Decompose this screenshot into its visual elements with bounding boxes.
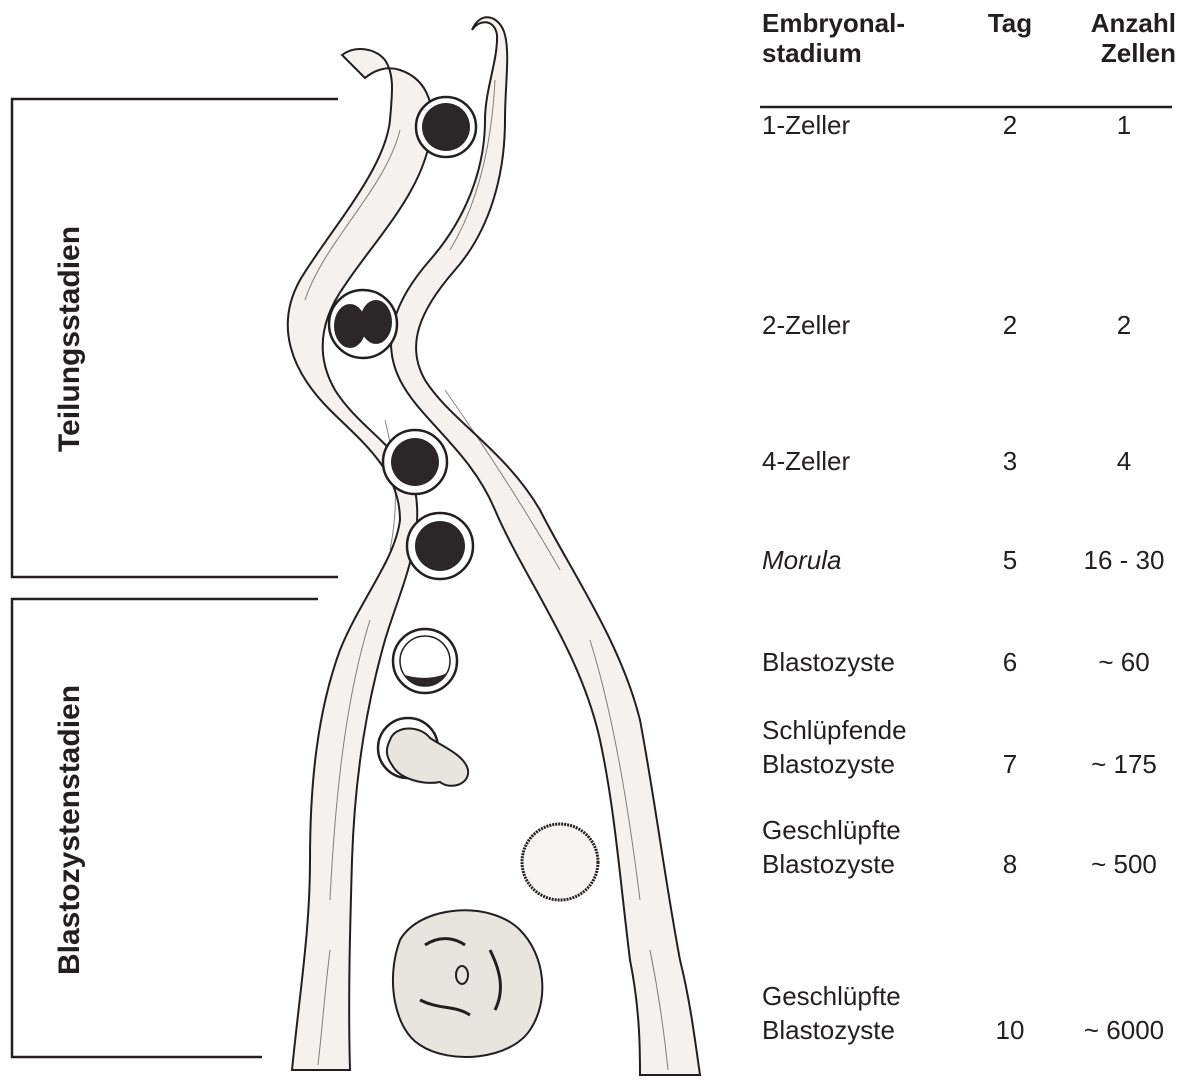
embryo-hatching-blastocyst — [378, 718, 468, 786]
row-day: 3 — [960, 444, 1060, 478]
row-cells: 4 — [1062, 444, 1180, 478]
group-label-blastocyst: Blastozystenstadien — [53, 675, 87, 985]
row-stage: 1-Zeller — [762, 108, 850, 142]
row-stage: Morula — [762, 543, 841, 577]
row-day: 7 — [960, 747, 1060, 781]
embryo-hatched-blastocyst-day8 — [522, 824, 598, 900]
row-stage: 4-Zeller — [762, 444, 850, 478]
row-day: 5 — [960, 543, 1060, 577]
row-cells: 16 - 30 — [1062, 543, 1180, 577]
row-stage: Blastozyste — [762, 645, 895, 679]
row-stage: Geschlüpfte Blastozyste — [762, 979, 901, 1047]
row-stage: Geschlüpfte Blastozyste — [762, 813, 901, 881]
embryo-blastocyst — [393, 629, 457, 693]
row-day: 2 — [960, 108, 1060, 142]
row-stage: Schlüpfende Blastozyste — [762, 713, 907, 781]
row-cells: 2 — [1062, 308, 1180, 342]
row-cells: ~ 60 — [1062, 645, 1180, 679]
row-cells: ~ 6000 — [1062, 1013, 1180, 1047]
row-day: 8 — [960, 847, 1060, 881]
embryo-1-cell — [416, 97, 476, 157]
embryo-2-cell — [329, 290, 397, 358]
embryo-4-cell — [383, 430, 447, 494]
group-label-cleavage: Teilungsstadien — [53, 184, 87, 494]
row-cells: 1 — [1062, 108, 1180, 142]
row-day: 10 — [960, 1013, 1060, 1047]
header-stage: Embryonal- stadium — [762, 8, 905, 68]
row-stage: 2-Zeller — [762, 308, 850, 342]
row-cells: ~ 500 — [1062, 847, 1180, 881]
embryo-hatched-blastocyst-day10 — [393, 910, 542, 1057]
header-day: Tag — [960, 8, 1060, 38]
header-cells: Anzahl Zellen — [1068, 8, 1176, 68]
row-cells: ~ 175 — [1062, 747, 1180, 781]
embryo-morula — [407, 513, 473, 579]
row-day: 6 — [960, 645, 1060, 679]
row-day: 2 — [960, 308, 1060, 342]
